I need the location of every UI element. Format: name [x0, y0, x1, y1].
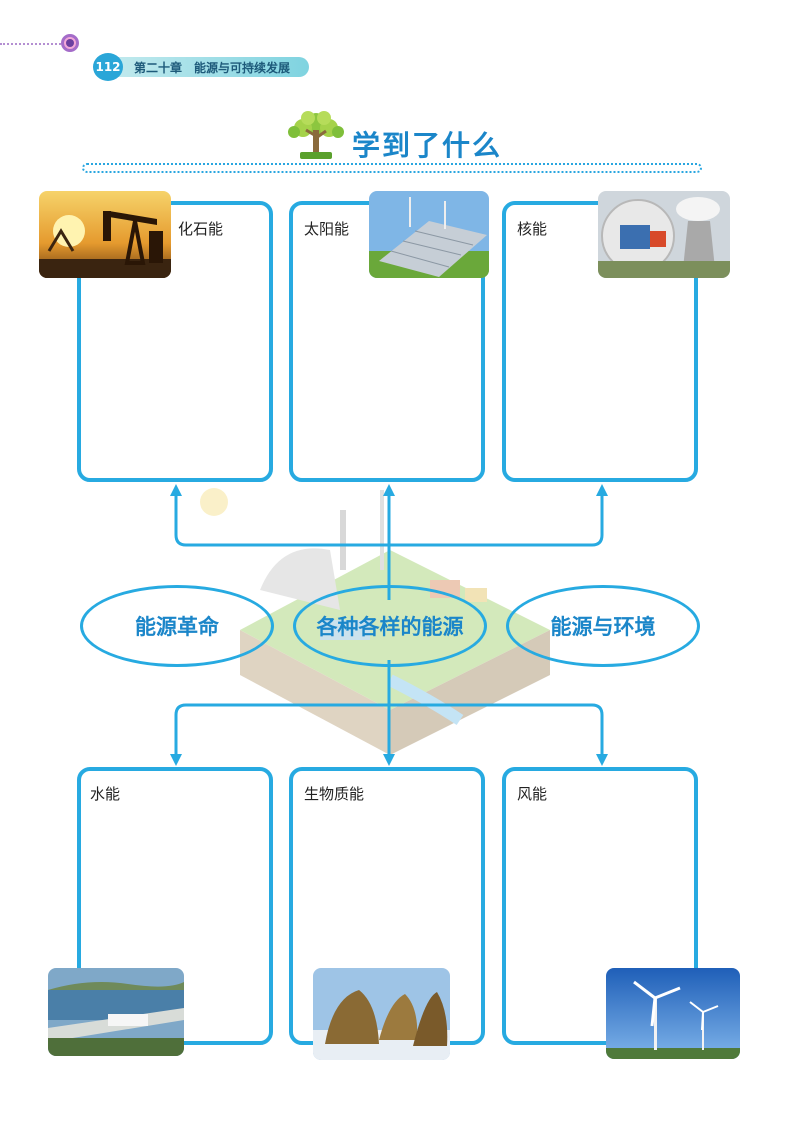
- topic-energy-revolution-label: 能源革命: [135, 615, 219, 639]
- topic-energy-environment: 能源与环境: [506, 585, 700, 667]
- label-biomass-energy: 生物质能: [304, 785, 365, 803]
- label-wind-energy: 风能: [517, 785, 548, 803]
- section-title: 学到了什么: [352, 129, 503, 162]
- label-fossil-energy: 化石能: [178, 220, 224, 238]
- chapter-title: 第二十章 能源与可持续发展: [134, 61, 291, 75]
- label-solar-energy: 太阳能: [304, 220, 350, 238]
- topic-energy-environment-label: 能源与环境: [550, 615, 656, 639]
- page-number: 112: [93, 53, 123, 81]
- label-hydro-energy: 水能: [90, 785, 121, 803]
- nuclear-plant-photo: [598, 191, 730, 278]
- straw-stacks-photo: [313, 968, 450, 1060]
- topic-energy-revolution: 能源革命: [80, 585, 274, 667]
- wind-turbines-photo: [606, 968, 740, 1059]
- hydro-dam-photo: [48, 968, 184, 1056]
- solar-panels-photo: [369, 191, 489, 278]
- chapter-bar: [94, 57, 309, 77]
- header-ring-icon: [61, 34, 79, 52]
- tree-icon: [288, 111, 344, 159]
- label-nuclear-energy: 核能: [517, 220, 548, 238]
- title-dotted-bar: [82, 163, 702, 173]
- oil-pump-photo: [39, 191, 171, 278]
- topic-various-energy: 各种各样的能源: [293, 585, 487, 667]
- topic-various-energy-label: 各种各样的能源: [316, 615, 464, 639]
- header-dotted-line: [0, 43, 64, 45]
